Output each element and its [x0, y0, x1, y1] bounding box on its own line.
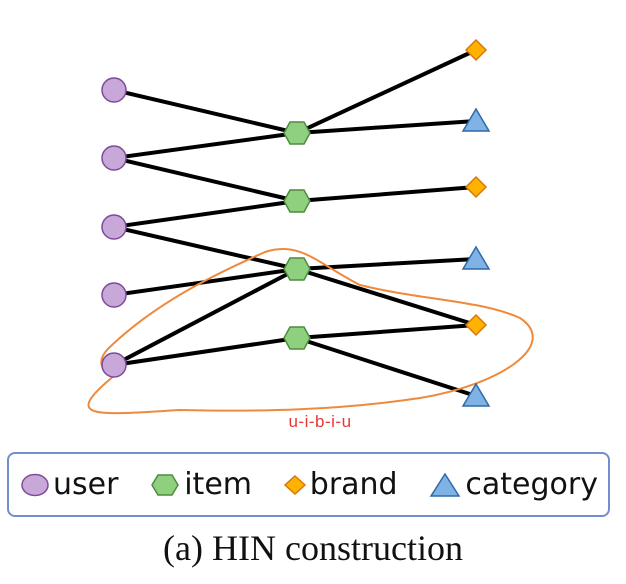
legend-label-category: category: [465, 467, 598, 502]
diamond-icon: [283, 474, 306, 495]
edge-i4-b3: [295, 323, 478, 340]
edge-u1-i1: [112, 88, 299, 135]
edge-i4-c3: [295, 336, 478, 398]
edge-u4-i3: [112, 267, 299, 297]
user-node-u3: [101, 214, 127, 240]
legend-item-user: user: [19, 467, 118, 502]
edge-u2-i2: [112, 156, 299, 203]
edge-u3-i3: [112, 225, 299, 271]
brand-node-b1: [464, 38, 488, 62]
legend-item-brand: brand: [282, 467, 398, 502]
legend-label-user: user: [53, 467, 119, 502]
legend-item-item: item: [148, 467, 252, 502]
edge-i1-b1: [295, 48, 478, 135]
edge-i1-c1: [295, 119, 478, 135]
user-node-u4: [101, 282, 127, 308]
triangle-icon: [430, 472, 461, 497]
item-node-i4: [283, 326, 311, 350]
item-node-i3: [283, 257, 311, 281]
metapath-highlight-loop: [87, 247, 534, 415]
edge-i2-b2: [295, 185, 478, 203]
edges-layer: [112, 48, 478, 398]
hexagon-icon: [151, 473, 180, 496]
user-node-u2: [101, 145, 127, 171]
category-node-c3: [461, 382, 491, 407]
item-node-i1: [283, 121, 311, 145]
category-node-c1: [461, 107, 491, 132]
brand-node-b2: [464, 175, 488, 199]
edge-u5-i3: [112, 267, 299, 367]
item-node-i2: [283, 189, 311, 213]
circle-icon: [21, 473, 49, 496]
legend: user item brand category: [7, 452, 610, 517]
edge-u5-i4: [112, 336, 299, 367]
metapath-label: u-i-b-i-u: [288, 412, 352, 431]
brand-node-b3: [464, 313, 488, 337]
hin-diagram: [87, 38, 534, 415]
user-node-u5: [101, 352, 127, 378]
edge-i3-b3: [295, 267, 478, 327]
nodes-layer: [101, 38, 491, 407]
legend-label-item: item: [184, 467, 252, 502]
category-node-c2: [461, 245, 491, 270]
edge-u2-i1: [112, 131, 299, 160]
user-node-u1: [101, 77, 127, 103]
figure-caption: (a) HIN construction: [163, 528, 463, 568]
legend-label-brand: brand: [309, 467, 398, 502]
edge-i3-c2: [295, 257, 478, 271]
edge-u3-i2: [112, 199, 299, 229]
legend-item-category: category: [427, 467, 598, 502]
